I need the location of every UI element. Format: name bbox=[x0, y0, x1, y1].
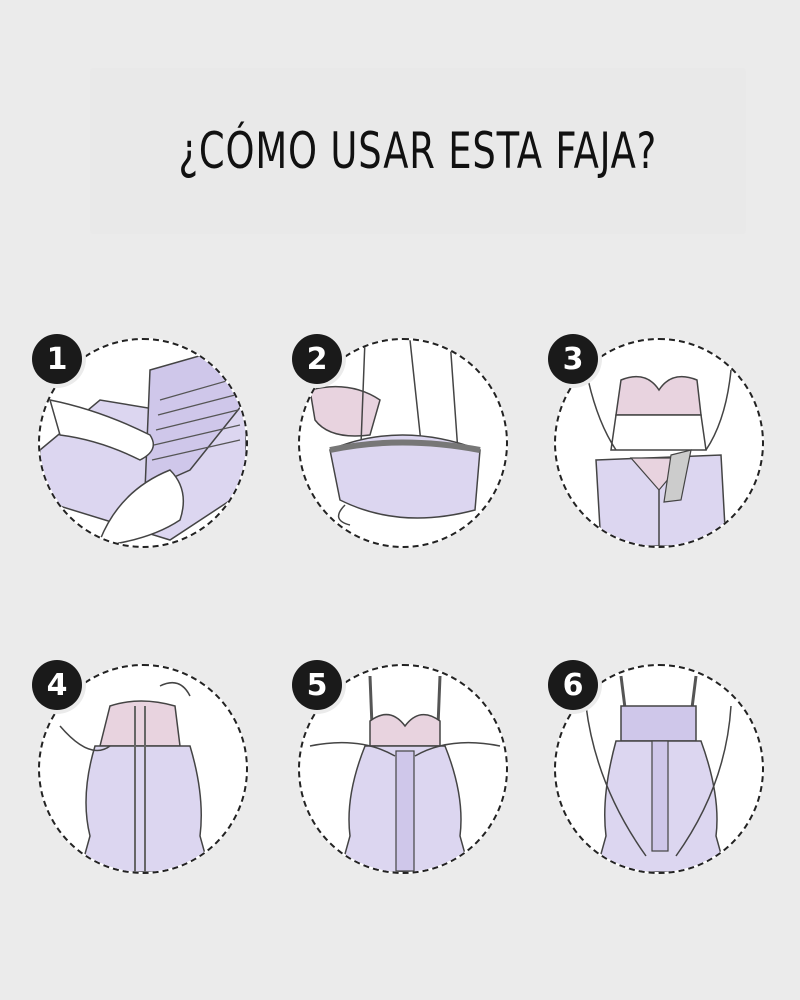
step-6: 6 bbox=[548, 660, 764, 874]
step-number-badge: 5 bbox=[292, 660, 342, 710]
step-number-badge: 6 bbox=[548, 660, 598, 710]
step-illustration bbox=[554, 664, 764, 874]
step-2: 2 bbox=[292, 334, 508, 548]
step-5: 5 bbox=[292, 660, 508, 874]
fastening-hooks-illustration bbox=[309, 675, 501, 872]
closing-crotch-illustration bbox=[585, 675, 732, 872]
step-1: 1 bbox=[32, 334, 248, 548]
step-number-badge: 2 bbox=[292, 334, 342, 384]
page-title: ¿CÓMO USAR ESTA FAJA? bbox=[178, 122, 658, 180]
step-illustration bbox=[298, 338, 508, 548]
step-4: 4 bbox=[32, 660, 248, 874]
step-illustration bbox=[298, 664, 508, 874]
step-illustration bbox=[554, 338, 764, 548]
step-3: 3 bbox=[548, 334, 764, 548]
step-number-badge: 4 bbox=[32, 660, 82, 710]
garment-inside-out-illustration bbox=[40, 349, 246, 546]
step-number-badge: 1 bbox=[32, 334, 82, 384]
shoulder-straps-illustration bbox=[59, 681, 211, 872]
step-number-badge: 3 bbox=[548, 334, 598, 384]
stepping-into-garment-illustration bbox=[309, 340, 481, 526]
title-banner: ¿CÓMO USAR ESTA FAJA? bbox=[90, 68, 746, 234]
pulling-up-garment-illustration bbox=[585, 369, 732, 546]
step-illustration bbox=[38, 338, 248, 548]
